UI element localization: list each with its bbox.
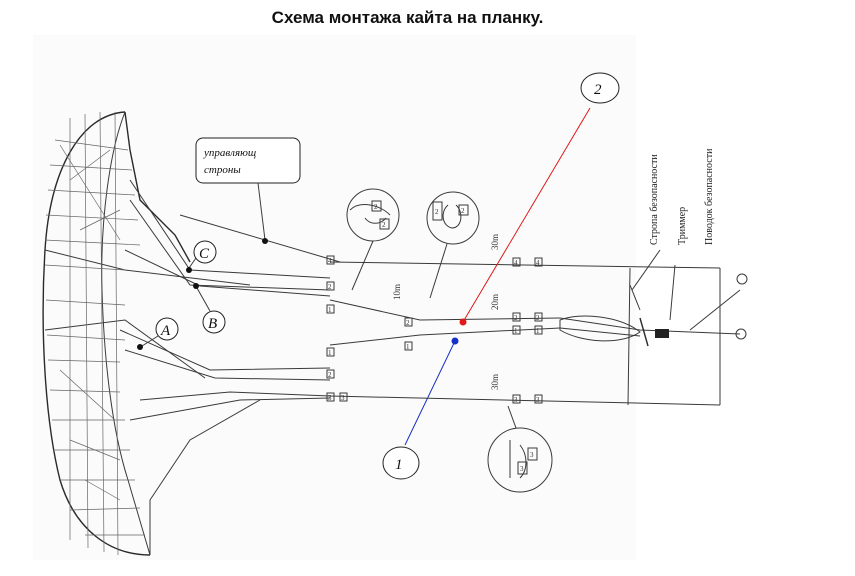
line-tag-label: 3 xyxy=(341,394,345,402)
line-tag xyxy=(512,257,521,267)
blue-dot xyxy=(451,337,459,345)
line-tag-label: 1 xyxy=(328,349,332,357)
line-tag-label: 2 xyxy=(328,283,332,291)
line-tag-label: 3 xyxy=(328,394,332,402)
line-tag xyxy=(534,257,543,267)
knot-tag-label: 2 xyxy=(461,207,465,215)
marker-b-label: B xyxy=(208,316,217,332)
page-title: Схема монтажа кайта на планку. xyxy=(271,8,544,27)
note-line-1: управляющ xyxy=(203,147,256,159)
knot-tag-label: 2 xyxy=(374,203,378,211)
leash-ring xyxy=(736,273,748,285)
marker-c-dot xyxy=(186,267,192,273)
line-tag-label: 4 xyxy=(536,259,540,267)
scan-background xyxy=(33,35,636,560)
line-tag-label: 1 xyxy=(328,306,332,314)
marker-c-label: C xyxy=(199,246,210,262)
line-tag-label: 1 xyxy=(536,327,540,335)
control-bar xyxy=(559,249,748,406)
line-tag xyxy=(404,317,413,327)
line-tag-label: 2 xyxy=(514,314,518,322)
line-tag xyxy=(339,392,348,402)
marker-2-label: 2 xyxy=(594,82,602,98)
line-tag xyxy=(512,325,521,335)
safety-leash-label: Поводок безопасности xyxy=(704,148,715,245)
knot-tag-label: 3 xyxy=(520,465,524,473)
marker-a-dot xyxy=(137,344,143,350)
line-tag xyxy=(326,369,335,379)
length-label-bottom: 30m xyxy=(490,374,500,390)
line-tag xyxy=(326,347,335,357)
line-tag-label: 3 xyxy=(536,396,540,404)
line-tag xyxy=(326,281,335,291)
line-tag xyxy=(326,255,335,265)
note-dot xyxy=(262,238,268,244)
marker-a: A xyxy=(137,317,179,350)
knot-detail-top-right: 2 2 xyxy=(426,191,480,299)
marker-b-dot xyxy=(193,283,199,289)
marker-b: B xyxy=(193,283,226,334)
kite-canopy xyxy=(42,111,331,556)
line-tag xyxy=(326,392,335,402)
line-tag xyxy=(534,325,543,335)
trimmer-block xyxy=(655,329,669,338)
line-tag-label: 2 xyxy=(328,371,332,379)
red-dot xyxy=(459,318,467,326)
line-tag xyxy=(512,394,521,404)
line-tag-label: 1 xyxy=(514,327,518,335)
control-lines-note: управляющ строны xyxy=(195,137,301,244)
chicken-loop xyxy=(735,328,747,340)
marker-2: 2 xyxy=(459,72,620,326)
knot-tag-label: 2 xyxy=(382,221,386,229)
line-tag-label: 2 xyxy=(536,314,540,322)
blue-connector-line xyxy=(404,340,456,446)
line-tag-label: 4 xyxy=(514,259,518,267)
line-tag-label: 1 xyxy=(406,343,410,351)
marker-1: 1 xyxy=(382,337,459,480)
length-label-10m: 10m xyxy=(392,284,402,300)
line-tag-label: 2 xyxy=(406,319,410,327)
marker-a-label: A xyxy=(160,323,171,339)
knot-tag-label: 2 xyxy=(435,208,439,216)
marker-1-label: 1 xyxy=(395,457,403,473)
trimmer-label: Триммер xyxy=(677,207,688,245)
marker-c: C xyxy=(186,240,217,273)
knot-detail-bottom: 3 3 xyxy=(487,405,553,493)
length-label-20m: 20m xyxy=(490,294,500,310)
line-tag xyxy=(534,312,543,322)
red-connector-line xyxy=(462,107,591,323)
line-tag-label: 4 xyxy=(328,257,332,265)
line-tag xyxy=(326,304,335,314)
knot-tag-label: 3 xyxy=(530,451,534,459)
line-tag xyxy=(512,312,521,322)
knot-detail-top-left: 2 2 xyxy=(346,188,400,291)
line-tags: 4 4 4 2 1 1 2 3 3 3 3 2 1 2 2 1 1 xyxy=(326,255,543,404)
length-label-top: 30m xyxy=(490,234,500,250)
line-tag-label: 3 xyxy=(514,396,518,404)
note-line-2: строны xyxy=(204,164,241,176)
line-tag xyxy=(404,341,413,351)
safety-line-label: Стропа безопасности xyxy=(649,154,660,245)
line-tag xyxy=(534,394,543,404)
